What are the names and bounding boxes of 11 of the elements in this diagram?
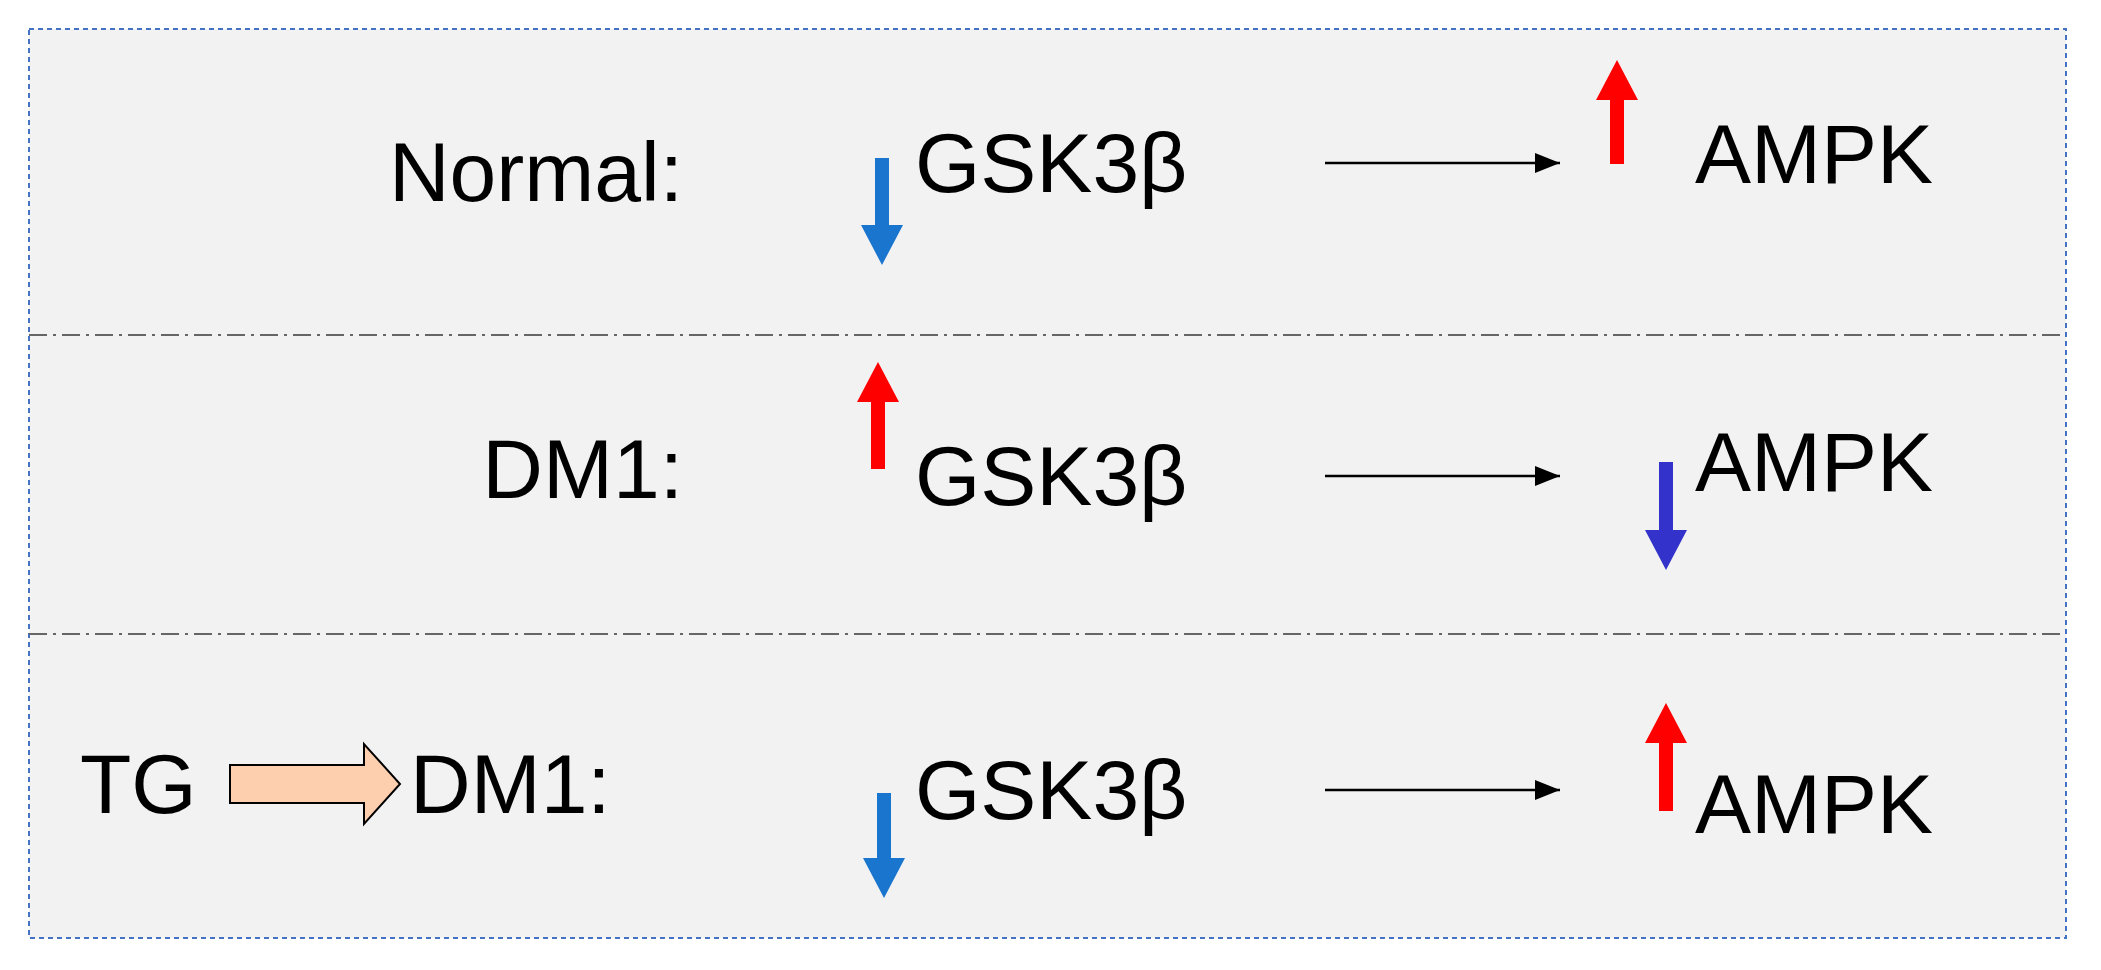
node-label: TG: [80, 742, 197, 826]
row-label: Normal:: [388, 130, 683, 214]
arrow: [1325, 780, 1560, 800]
node-label: AMPK: [1695, 762, 1934, 846]
arrow: [1325, 153, 1560, 173]
arrow: [1325, 466, 1560, 486]
node-label: AMPK: [1695, 420, 1934, 504]
row-label: DM1:: [482, 427, 683, 511]
node-label: DM1:: [410, 742, 611, 826]
node-label: AMPK: [1695, 112, 1934, 196]
block-arrow: [229, 741, 402, 827]
